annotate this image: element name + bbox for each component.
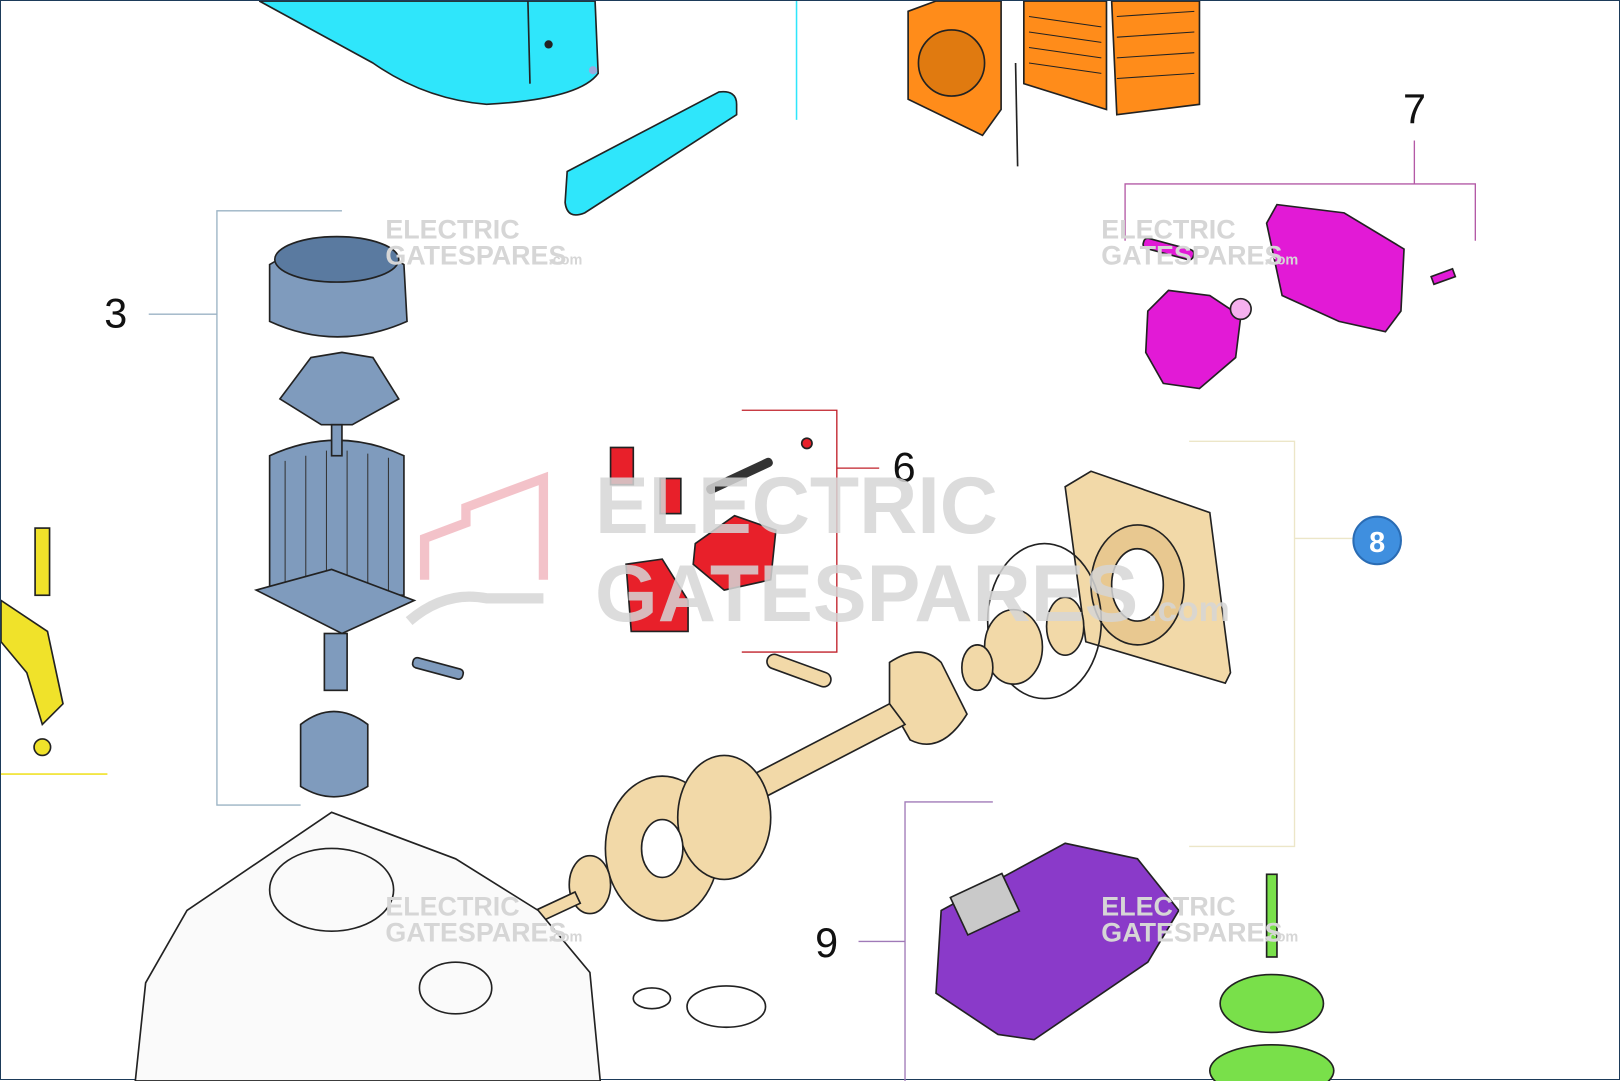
watermark-small-bottom-left: ELECTRIC GATESPARES .com [385, 892, 582, 948]
watermark-suffix: .com [1265, 929, 1299, 945]
watermark-small-right: ELECTRIC GATESPARES .com [1101, 215, 1298, 271]
watermark-small-bottom-right: ELECTRIC GATESPARES .com [1101, 892, 1298, 948]
watermark-line2: GATESPARES [1101, 917, 1282, 947]
callout-6: 6 [609, 409, 916, 653]
watermark-line1: ELECTRIC [1101, 892, 1235, 922]
callout-8: 8 [536, 440, 1402, 922]
base-housing-part [134, 811, 767, 1081]
watermark-line1: ELECTRIC [1101, 215, 1235, 245]
callout-label-9: 9 [815, 920, 838, 966]
watermark-line1: ELECTRIC [385, 215, 519, 245]
callout-label-6: 6 [893, 445, 916, 491]
callout-label-7: 7 [1403, 86, 1426, 132]
cover-part [258, 1, 798, 216]
watermark-line1: ELECTRIC [385, 892, 519, 922]
watermark-line2: GATESPARES [385, 917, 566, 947]
fan-heatsink-part [907, 1, 1201, 167]
watermark-small-left: ELECTRIC GATESPARES .com [385, 215, 582, 271]
watermark-line1: ELECTRIC [595, 461, 998, 551]
watermark-suffix: .com [1148, 590, 1230, 629]
watermark-large: ELECTRIC GATESPARES .com [405, 461, 1230, 639]
watermark-suffix: .com [549, 253, 583, 269]
watermark-suffix: .com [549, 929, 583, 945]
callout-9: 9 [815, 801, 1180, 1081]
watermark-line2: GATESPARES [1101, 241, 1282, 271]
callout-label-3: 3 [104, 291, 127, 337]
base-plate-part [1208, 873, 1335, 1081]
callout-3: 3 [104, 210, 465, 806]
callout-label-8: 8 [1369, 527, 1385, 559]
callout-badge-8 [1352, 515, 1402, 566]
watermark-line2: GATESPARES [385, 241, 566, 271]
callout-7: 7 [1124, 86, 1476, 390]
watermark-line2: GATESPARES [595, 549, 1138, 639]
lever-part [1, 527, 108, 775]
watermark-suffix: .com [1265, 253, 1299, 269]
